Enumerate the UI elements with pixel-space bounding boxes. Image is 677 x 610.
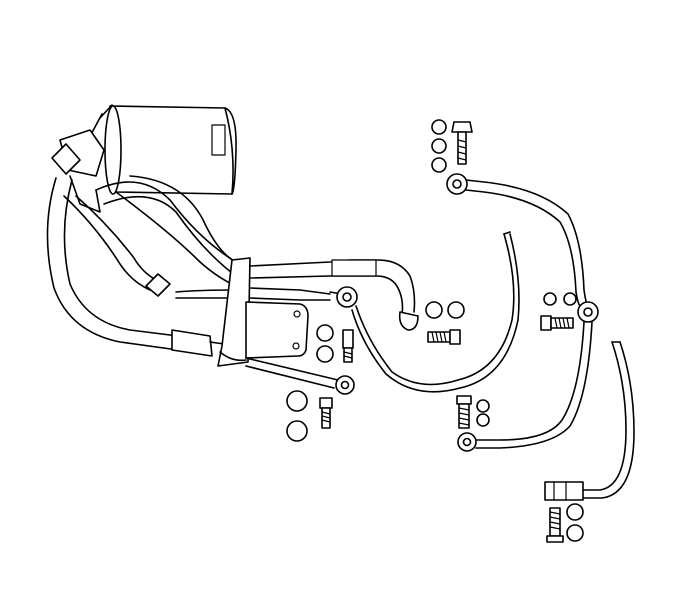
harness-right-run [249,259,419,331]
washers-top [431,119,447,173]
bolt-top [451,121,473,165]
washers-center [425,301,465,319]
main-harness [46,175,237,357]
bolt-vertical-2 [319,397,333,429]
harness-clamp [217,257,251,367]
bolt-horizontal-right [540,315,574,331]
bolt-lower-center [456,395,490,429]
ground-strap-lower [245,357,355,395]
motor-canister [87,104,237,195]
bolt-horizontal-center [427,329,461,345]
cable-far-right [544,341,635,501]
fasteners-bottom-right [546,503,584,543]
washers-center-left [286,324,334,442]
ring-terminal-center [329,231,520,393]
bolt-vertical-1 [342,329,354,363]
washers-right-mid [543,292,577,306]
mounting-bracket [245,301,309,359]
cable-upper-right [446,173,599,452]
canister-end-fitting [51,129,105,213]
